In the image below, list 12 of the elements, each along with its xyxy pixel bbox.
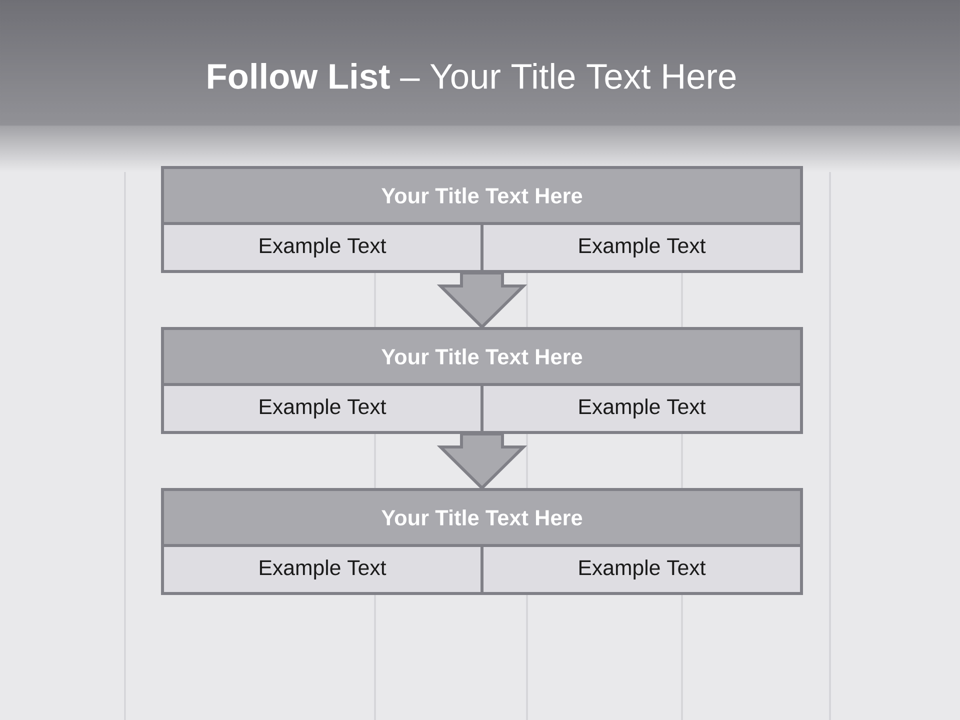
slide-title: Follow List – Your Title Text Here bbox=[208, 63, 736, 89]
text-cell: Example Text bbox=[480, 222, 803, 273]
title-bar: Your Title Text Here bbox=[161, 327, 803, 386]
text-cell: Example Text bbox=[161, 222, 484, 273]
title-bar: Your Title Text Here bbox=[161, 488, 803, 547]
text-cell: Example Text bbox=[480, 544, 803, 595]
text-cell: Example Text bbox=[161, 383, 484, 434]
block-arrow bbox=[436, 272, 528, 330]
text-cell: Example Text bbox=[161, 544, 484, 595]
text-cell: Example Text bbox=[480, 383, 803, 434]
title-bar: Your Title Text Here bbox=[161, 166, 803, 225]
block-arrow bbox=[436, 432, 528, 490]
